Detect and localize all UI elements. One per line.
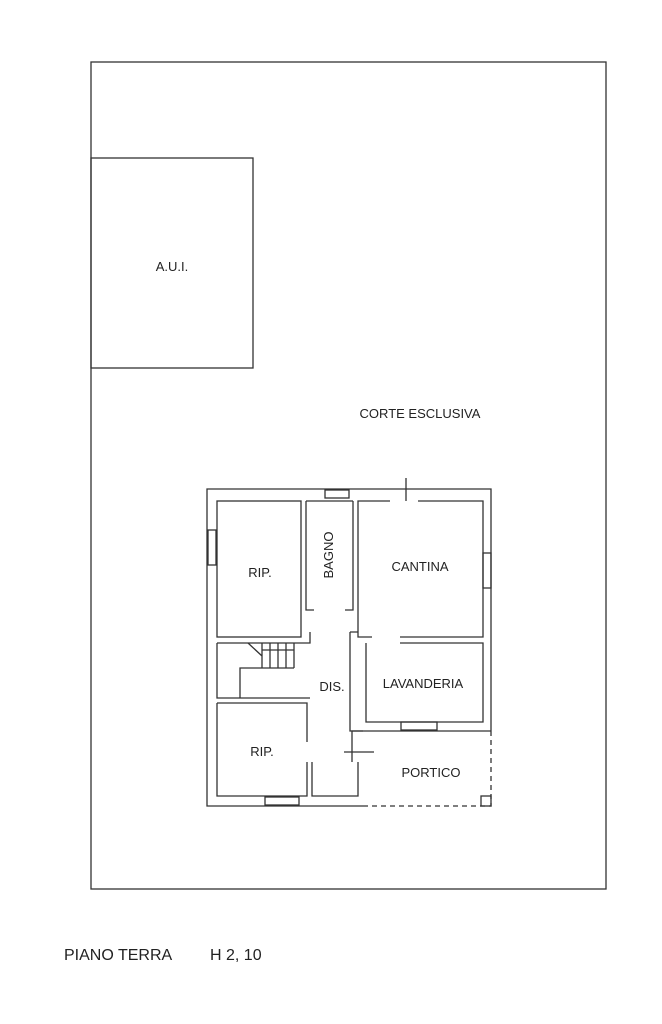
- stair-area: [216, 632, 311, 699]
- room-label-dis: DIS.: [319, 679, 344, 694]
- window: [400, 721, 438, 731]
- lot-label: CORTE ESCLUSIVA: [360, 406, 481, 421]
- window: [207, 529, 217, 566]
- stairs: [239, 642, 295, 698]
- room-label-portico: PORTICO: [402, 765, 461, 780]
- height-label: H 2, 10: [210, 947, 262, 964]
- room-rip-bottom: [216, 702, 363, 797]
- room-label-bagno: BAGNO: [321, 532, 336, 579]
- room-label-rip-top: RIP.: [248, 565, 272, 580]
- room-label-lavanderia: LAVANDERIA: [383, 676, 464, 691]
- window: [264, 796, 300, 806]
- floor-caption: PIANO TERRA: [64, 947, 173, 964]
- portico-pillar: [480, 795, 492, 807]
- lot-boundary: [90, 61, 607, 890]
- room-bagno: [305, 500, 354, 611]
- window: [324, 489, 350, 499]
- room-rip-top: [216, 500, 302, 638]
- building: [206, 478, 492, 807]
- annex-aui: [90, 157, 254, 369]
- room-lavanderia: [349, 631, 491, 732]
- room-label-rip-bottom: RIP.: [250, 744, 274, 759]
- annex-label: A.U.I.: [156, 259, 189, 274]
- window: [482, 552, 492, 589]
- room-label-cantina: CANTINA: [391, 559, 448, 574]
